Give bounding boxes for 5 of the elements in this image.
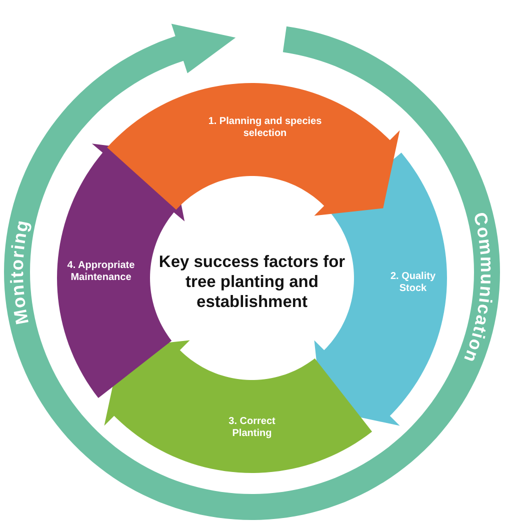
segment-label: 3. Correct Planting (228, 416, 276, 440)
center-text: Key success factors for tree planting and establishment (158, 253, 346, 312)
segment-label: 2. Quality Stock (389, 271, 436, 295)
segment-label: 4. Appropriate Maintenance (66, 260, 136, 284)
segment-label: 1. Planning and species selection (207, 116, 323, 140)
